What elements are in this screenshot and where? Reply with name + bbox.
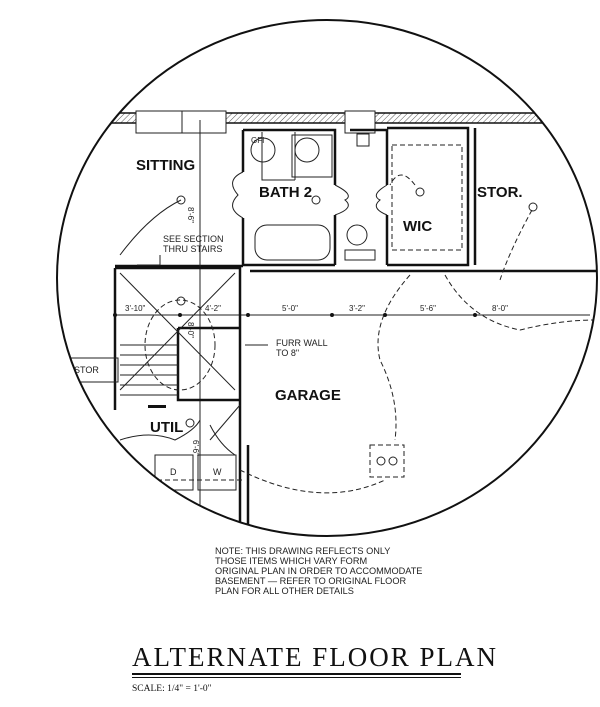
note-line: ORIGINAL PLAN IN ORDER TO ACCOMMODATE: [215, 566, 423, 576]
title-underline: [132, 673, 461, 675]
sink: [250, 137, 276, 163]
dimension-label: 3'-2": [349, 304, 365, 313]
plan-drawing: SITTING BATH 2 WIC STOR. GARAGE UTIL STO…: [64, 110, 597, 536]
washer: [197, 454, 237, 491]
see-section-label-2: THRU STAIRS: [163, 244, 222, 254]
washer-label: W: [213, 467, 222, 477]
sink: [294, 137, 320, 163]
furr-wall-label: FURR WALL: [276, 338, 328, 348]
dryer-label: D: [170, 467, 177, 477]
wic-walls: [350, 126, 470, 267]
bath-walls: [241, 128, 337, 267]
title-underline: [132, 677, 461, 678]
note-line: PLAN FOR ALL OTHER DETAILS: [215, 586, 354, 596]
dimension-label: 8'-0": [492, 304, 508, 313]
room-label-garage: GARAGE: [275, 387, 341, 404]
dimension-label: 4'-2": [205, 304, 221, 313]
room-label-stor: STOR.: [477, 184, 523, 201]
room-label-sitting: SITTING: [136, 157, 195, 174]
toilet: [346, 224, 368, 246]
window: [344, 110, 376, 134]
window: [181, 110, 227, 134]
stair-walls: [113, 266, 242, 410]
bathtub: [254, 224, 331, 261]
dimension-label: 5'-0": [282, 304, 298, 313]
furr-wall-label-2: TO 8": [276, 348, 299, 358]
note-line: BASEMENT — REFER TO ORIGINAL FLOOR: [215, 576, 407, 586]
ceiling-height-label: 6'-6": [191, 440, 200, 456]
gfi-label: GFI: [251, 136, 264, 145]
light-fixture: [369, 444, 405, 478]
ceiling-height-label: 8'-6": [186, 207, 195, 223]
dimension-label: 5'-6": [420, 304, 436, 313]
dimension-label: 3'-10": [125, 304, 146, 313]
room-label-wic: WIC: [403, 218, 432, 235]
drawing-title: ALTERNATE FLOOR PLAN: [132, 642, 499, 672]
room-label-bath2: BATH 2: [259, 184, 312, 201]
detail-circle: [56, 19, 598, 537]
garage-wall: [115, 264, 597, 273]
drawing-scale: SCALE: 1/4" = 1'-0": [132, 684, 212, 694]
note-line: THOSE ITEMS WHICH VARY FORM: [215, 556, 368, 566]
ceiling-height-label: 8'-0": [186, 322, 195, 338]
window: [135, 110, 183, 134]
see-section-label: SEE SECTION: [163, 234, 224, 244]
note-line: NOTE: THIS DRAWING REFLECTS ONLY: [215, 546, 391, 556]
room-label-stor-left: STOR: [74, 365, 99, 375]
room-label-util: UTIL: [150, 419, 183, 436]
drawing-note: NOTE: THIS DRAWING REFLECTS ONLY THOSE I…: [215, 546, 422, 596]
